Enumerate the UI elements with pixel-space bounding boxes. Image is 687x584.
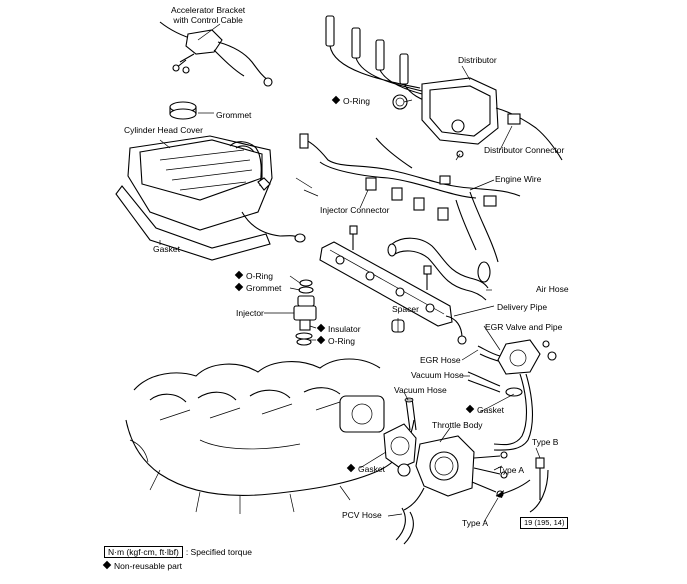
legend-nonreusable-text: Non-reusable part (114, 561, 183, 571)
label-insulator: Insulator (316, 323, 361, 334)
accelerator-bracket-part (159, 21, 273, 87)
vacuum-hose-part (404, 397, 417, 431)
legend-torque: N·m (kgf·cm, ft·lbf): Specified torque (104, 546, 252, 558)
label-type-a-1: Type A (498, 465, 524, 475)
label-grommet-injector: Grommet (234, 282, 281, 293)
label-throttle-body: Throttle Body (432, 420, 483, 430)
black-diamond-icon (465, 404, 475, 414)
engine-wire-part (295, 133, 521, 263)
delivery-pipe-part (319, 241, 467, 345)
legend-torque-text: : Specified torque (185, 547, 252, 557)
label-gasket-egr: Gasket (465, 404, 504, 415)
label-air-hose: Air Hose (536, 284, 569, 294)
black-diamond-icon (234, 270, 244, 280)
cylinder-head-cover-part (127, 135, 306, 243)
label-spacer: Spacer (392, 304, 419, 314)
grommet-top-part (169, 101, 214, 120)
air-hose-part (387, 237, 491, 301)
label-vacuum-hose-2: Vacuum Hose (394, 385, 447, 395)
label-vacuum-hose-1: Vacuum Hose (411, 370, 464, 380)
label-egr-valve: EGR Valve and Pipe (485, 322, 563, 332)
label-type-a-2: Type A (462, 518, 488, 528)
label-distributor-connector: Distributor Connector (484, 145, 565, 155)
black-diamond-icon (316, 323, 326, 333)
black-diamond-icon (102, 560, 112, 570)
distributor-part (392, 77, 563, 161)
bolt-part (349, 225, 432, 290)
torque-value-box: 19 (195, 14) (520, 517, 569, 529)
label-o-ring-injector-2: O-Ring (316, 335, 355, 346)
throttle-body-part (397, 435, 545, 511)
torque-arrows (495, 469, 549, 513)
legend-torque-box: N·m (kgf·cm, ft·lbf) (104, 546, 183, 558)
label-injector: Injector (236, 308, 264, 318)
label-egr-hose: EGR Hose (420, 355, 461, 365)
black-diamond-icon (346, 463, 356, 473)
label-gasket-cover: Gasket (153, 244, 180, 254)
spacer-part (391, 319, 405, 333)
legend-nonreusable: Non-reusable part (102, 560, 183, 572)
spark-plug-cords-part (325, 15, 491, 105)
intake-manifold-part (125, 358, 415, 514)
label-gasket-throttle-body: Gasket (346, 463, 385, 474)
label-type-b: Type B (532, 437, 559, 447)
egr-hose-part (467, 345, 503, 393)
label-o-ring-top: O-Ring (331, 95, 370, 106)
label-o-ring-injector: O-Ring (234, 270, 273, 281)
throttle-body-gasket-part (383, 423, 417, 469)
label-engine-wire: Engine Wire (495, 174, 542, 184)
black-diamond-icon (316, 335, 326, 345)
black-diamond-icon (234, 282, 244, 292)
pcv-hose-part (395, 507, 414, 545)
label-distributor: Distributor (458, 55, 497, 65)
label-pcv-hose: PCV Hose (342, 510, 382, 520)
injector-part (264, 279, 317, 346)
leader-lines (159, 65, 541, 523)
label-injector-connector: Injector Connector (320, 205, 390, 215)
egr-valve-part (493, 339, 557, 451)
black-diamond-icon (331, 95, 341, 105)
label-grommet-top: Grommet (216, 110, 252, 120)
cover-gasket-part (115, 185, 271, 261)
label-cylinder-head-cover: Cylinder Head Cover (124, 125, 203, 135)
label-accelerator-bracket: Accelerator Bracket with Control Cable (171, 5, 246, 25)
label-delivery-pipe: Delivery Pipe (497, 302, 548, 312)
